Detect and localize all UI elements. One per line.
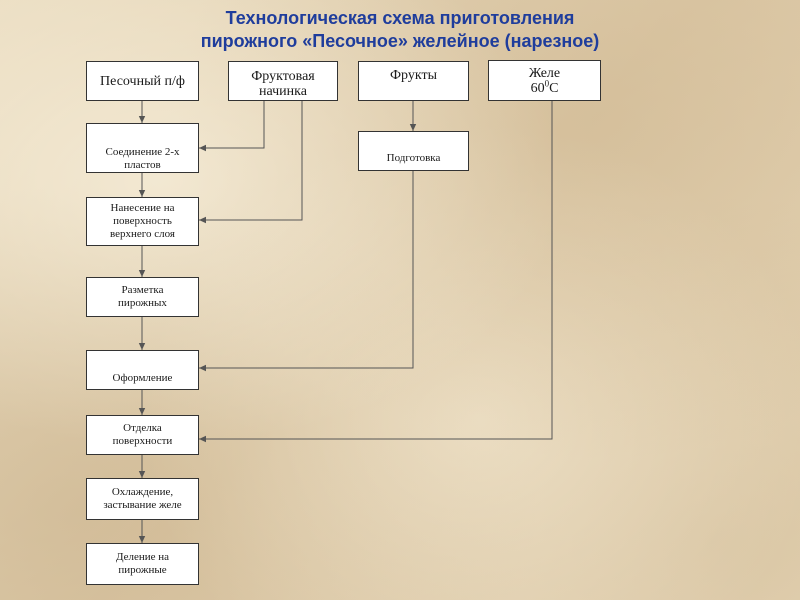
box-fruit-filling-label: Фруктовая начинка bbox=[251, 69, 315, 99]
box-fruit-filling: Фруктовая начинка bbox=[228, 61, 338, 101]
box-apply-top: Нанесение на поверхность верхнего слоя bbox=[86, 197, 199, 246]
box-join-layers: Соединение 2-х пластов bbox=[86, 123, 199, 173]
box-apply-top-label: Нанесение на поверхность верхнего слоя bbox=[110, 202, 175, 240]
jelly-temp-value: 60 bbox=[530, 80, 545, 96]
box-dividing: Деление на пирожные bbox=[86, 543, 199, 585]
box-prep-label: Подготовка bbox=[386, 152, 441, 164]
jelly-temp-unit: С bbox=[549, 80, 559, 96]
arrow-jelly-to-finish bbox=[199, 101, 553, 443]
box-marking: Разметка пирожных bbox=[86, 277, 199, 317]
diagram-title-line2: пирожного «Песочное» желейное (нарезное) bbox=[200, 31, 600, 51]
box-surface-finish-label: Отделка поверхности bbox=[112, 422, 173, 447]
box-prep: Подготовка bbox=[358, 131, 469, 171]
jelly-temp-degree: 0 bbox=[544, 77, 550, 88]
box-cooling-label: Охлаждение, застывание желе bbox=[103, 486, 182, 511]
arrow-filling-to-apply bbox=[199, 101, 303, 224]
arrow-prep-to-decoration bbox=[199, 171, 414, 372]
box-cooling: Охлаждение, застывание желе bbox=[86, 478, 199, 520]
box-fruits-label: Фрукты bbox=[389, 68, 438, 83]
arrow-filling-to-join bbox=[199, 101, 265, 152]
diagram-title-line1: Технологическая схема приготовления bbox=[225, 8, 575, 28]
box-decoration: Оформление bbox=[86, 350, 199, 390]
box-join-layers-label: Соединение 2-х пластов bbox=[105, 146, 180, 171]
box-marking-label: Разметка пирожных bbox=[118, 284, 167, 309]
box-surface-finish: Отделка поверхности bbox=[86, 415, 199, 455]
box-jelly-label: Желе bbox=[528, 65, 561, 81]
box-sand-base: Песочный п/ф bbox=[86, 61, 199, 101]
box-dividing-label: Деление на пирожные bbox=[115, 551, 170, 576]
box-fruits: Фрукты bbox=[358, 61, 469, 101]
box-sand-base-label: Песочный п/ф bbox=[100, 73, 185, 89]
box-decoration-label: Оформление bbox=[112, 372, 173, 384]
box-jelly-temperature: 600С bbox=[530, 77, 559, 96]
box-jelly: Желе 600С bbox=[488, 60, 601, 101]
